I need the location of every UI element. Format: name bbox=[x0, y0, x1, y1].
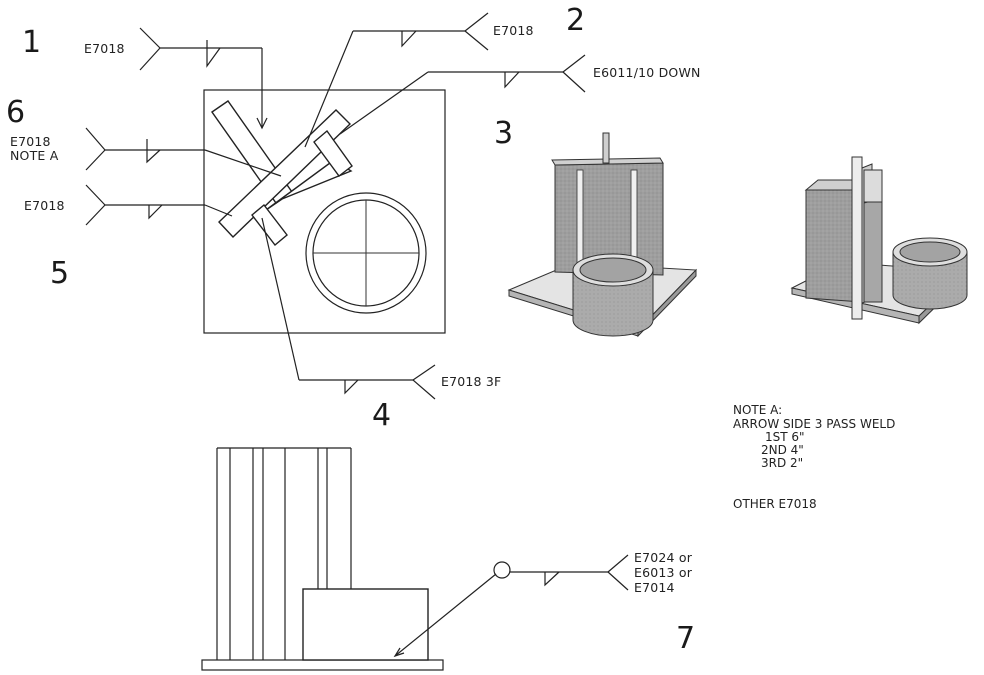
plan-pipe bbox=[305, 192, 427, 314]
callout-2: 2 bbox=[566, 3, 585, 38]
callout-4: 4 bbox=[372, 398, 391, 433]
callout-5: 5 bbox=[50, 256, 69, 291]
callout-3: 3 bbox=[494, 116, 513, 151]
callout-6: 6 bbox=[6, 95, 25, 130]
weld-symbol-7 bbox=[393, 554, 629, 658]
weld-label-7-line2: E6013 or bbox=[634, 565, 693, 580]
weld-label-1: E7018 bbox=[84, 41, 125, 56]
note-line-2: 1ST 6" bbox=[765, 430, 805, 444]
weld-label-6-line1: E7018 bbox=[10, 134, 51, 149]
plan-stub-2 bbox=[251, 203, 288, 247]
plan-bar-c bbox=[265, 159, 353, 211]
note-line-3: 2ND 4" bbox=[761, 443, 804, 457]
note-line-4: 3RD 2" bbox=[761, 456, 803, 470]
weld-symbol-2 bbox=[304, 12, 489, 148]
weld-label-6-line2: NOTE A bbox=[10, 148, 59, 163]
weld-label-5: E7018 bbox=[24, 198, 65, 213]
weld-symbol-1 bbox=[139, 27, 268, 130]
weld-symbol-4 bbox=[261, 217, 436, 400]
callout-1: 1 bbox=[22, 25, 41, 60]
iso-view-1 bbox=[507, 132, 698, 338]
weld-label-7-line1: E7024 or bbox=[634, 550, 693, 565]
weld-symbol-6 bbox=[85, 127, 282, 177]
weld-label-4: E7018 3F bbox=[441, 374, 501, 389]
weld-symbol-3 bbox=[339, 54, 586, 135]
weld-symbol-5 bbox=[85, 184, 233, 226]
iso-view-2 bbox=[790, 156, 968, 325]
note-a: NOTE A: ARROW SIDE 3 PASS WELD 1ST 6" 2N… bbox=[733, 403, 895, 511]
plan-base-plate bbox=[203, 89, 446, 334]
weld-label-2: E7018 bbox=[493, 23, 534, 38]
elevation-view bbox=[201, 447, 444, 671]
callout-7: 7 bbox=[676, 621, 695, 656]
weld-label-3: E6011/10 DOWN bbox=[593, 65, 701, 80]
note-line-1: ARROW SIDE 3 PASS WELD bbox=[733, 417, 895, 431]
weld-label-7-line3: E7014 bbox=[634, 580, 675, 595]
plan-stub-1 bbox=[313, 129, 353, 177]
note-other: OTHER E7018 bbox=[733, 497, 817, 511]
note-title: NOTE A: bbox=[733, 403, 782, 417]
